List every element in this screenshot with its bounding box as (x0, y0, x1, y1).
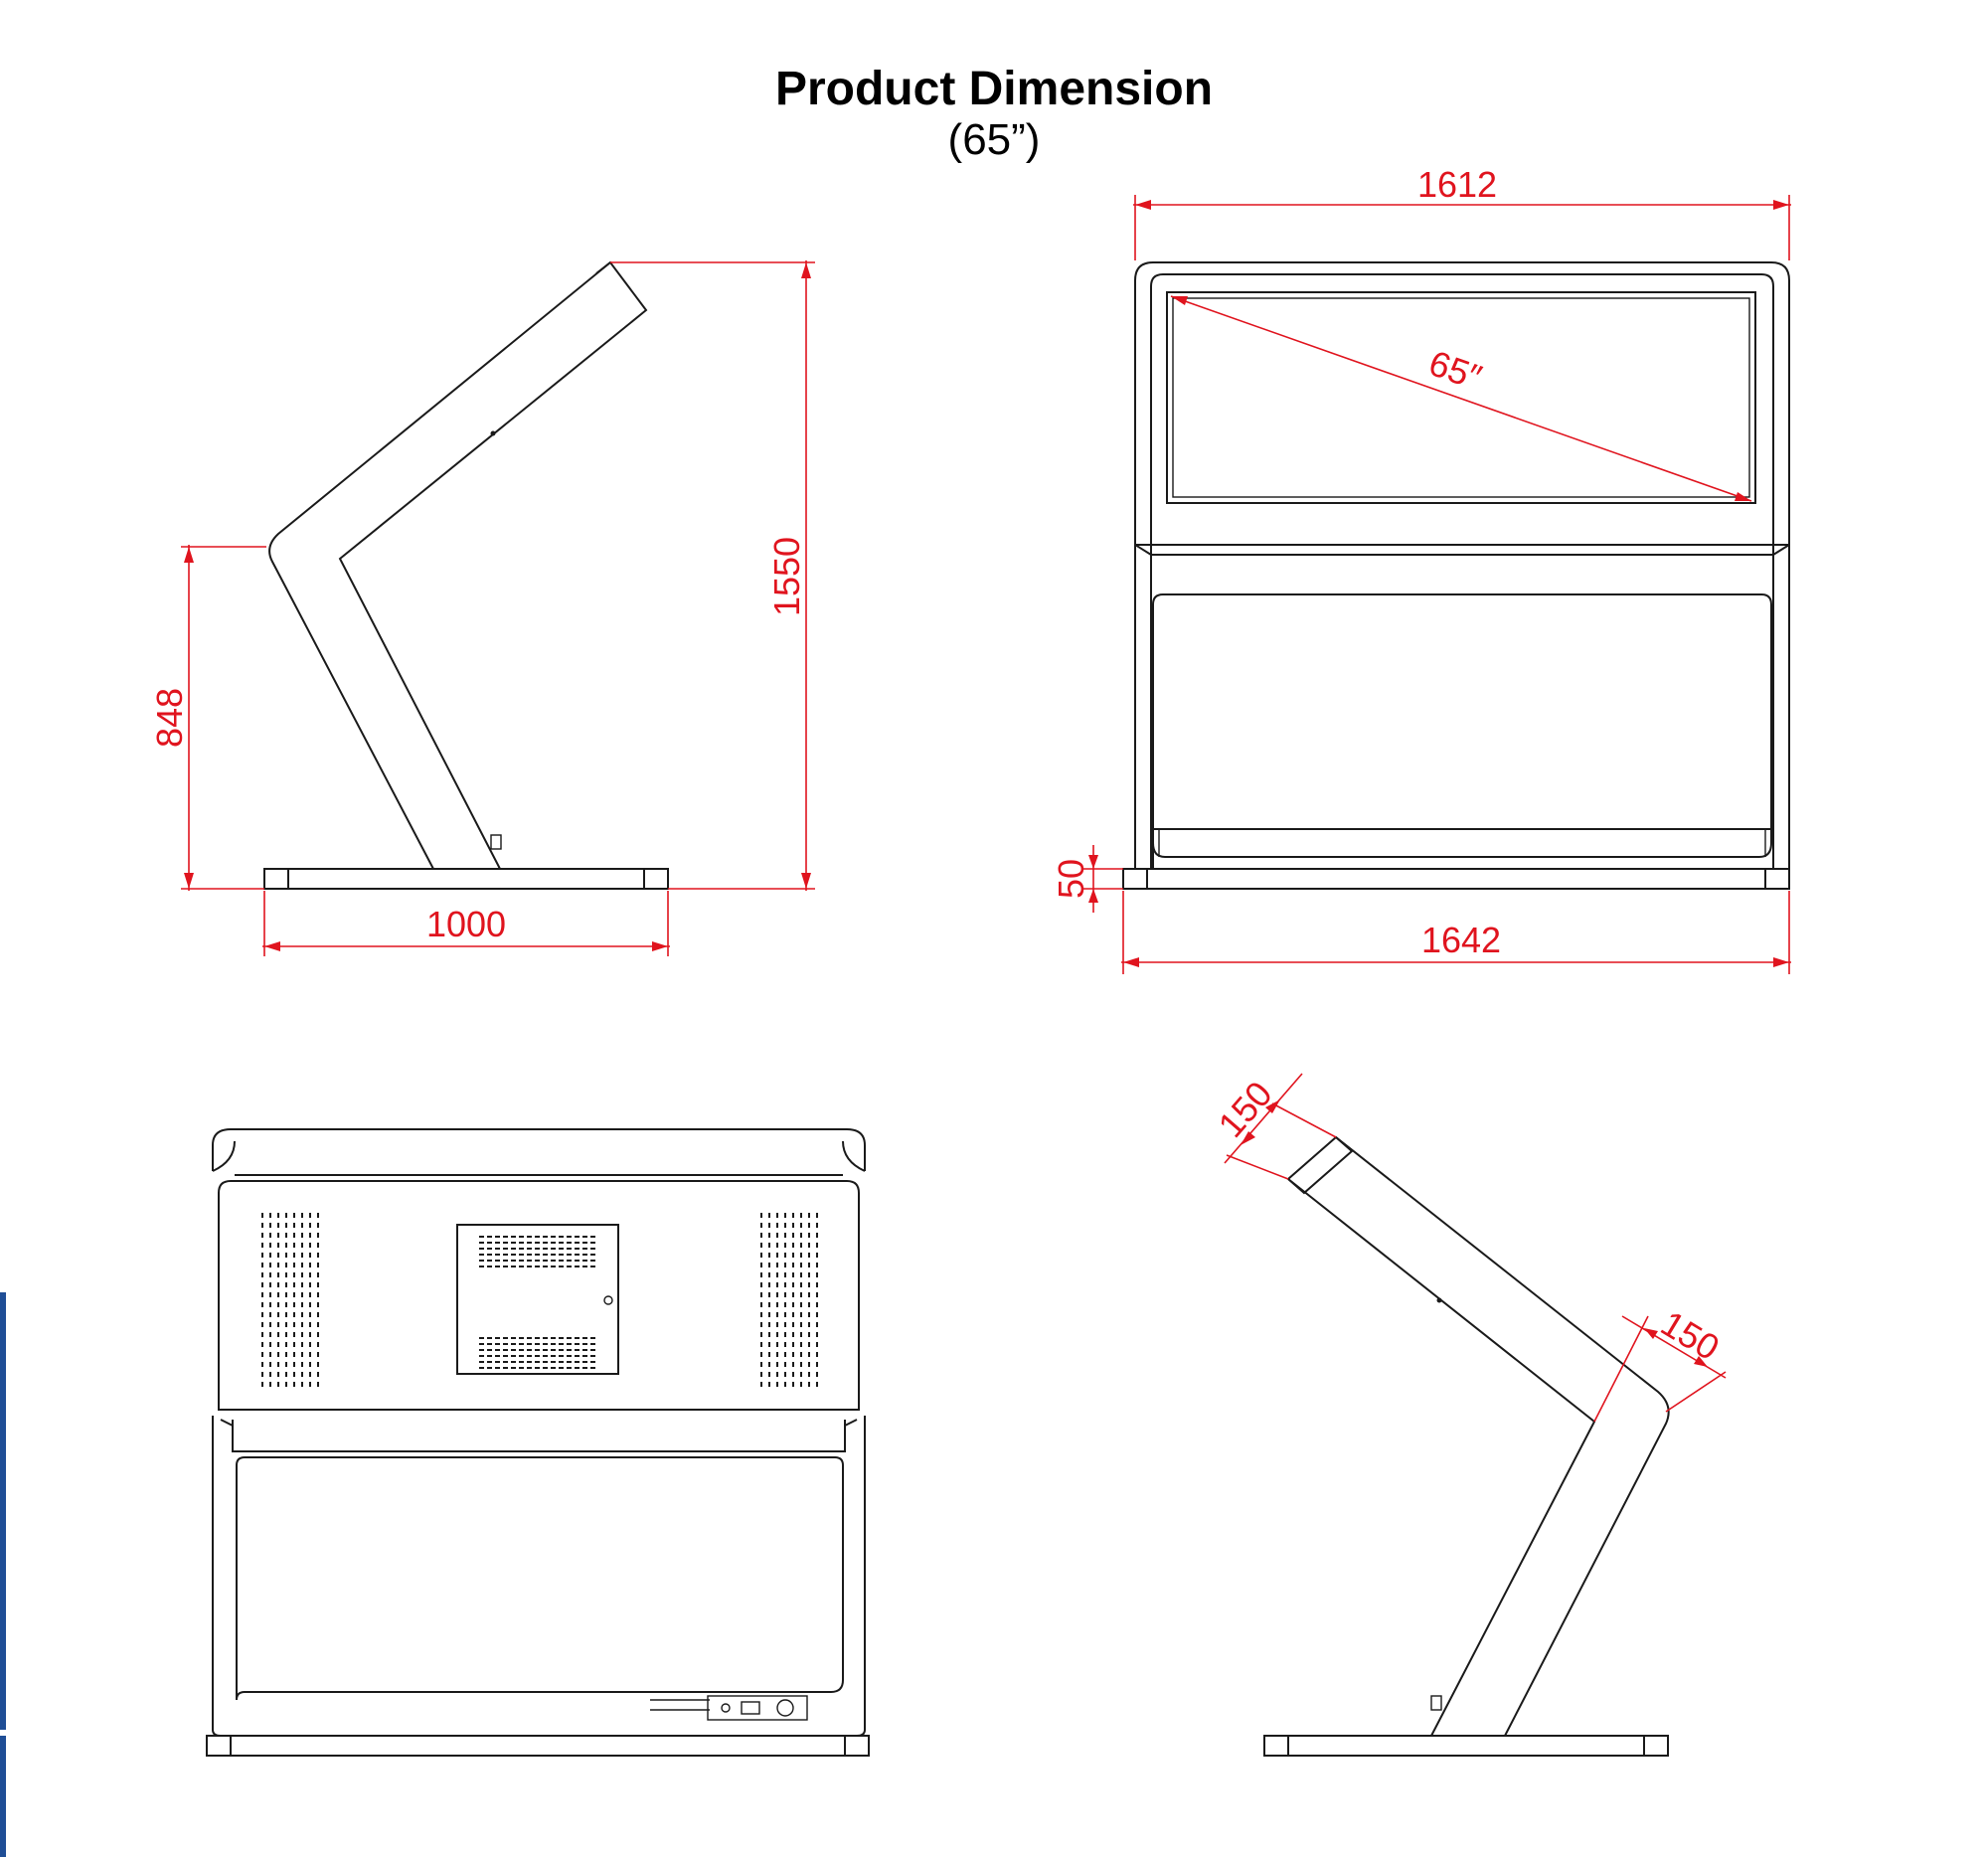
rear-connector-panel (707, 1695, 808, 1721)
dim-base-depth: 1000 (426, 904, 506, 944)
page-subtitle: (65”) (947, 115, 1041, 164)
left-accent-bar (0, 1292, 6, 1857)
dim-base-height: 50 (1051, 859, 1091, 899)
dim-iso-width-joint: 150 (1654, 1302, 1727, 1368)
page-title: Product Dimension (774, 63, 1214, 115)
iso-column (1286, 1135, 1670, 1737)
dim-height-joint: 848 (149, 688, 190, 748)
side-base (263, 868, 669, 890)
front-screen (1166, 291, 1756, 504)
front-view-drawing (1122, 261, 1790, 890)
dim-width-base: 1642 (1421, 920, 1501, 960)
side-view-dimensions (181, 260, 815, 956)
front-base (1122, 868, 1790, 890)
dim-height-total: 1550 (766, 537, 807, 616)
front-view-dimensions (1083, 195, 1791, 974)
rear-view-drawing (206, 1128, 870, 1757)
accent-bar-upper (0, 1292, 6, 1730)
rear-base (206, 1735, 870, 1757)
front-lower-panel (1152, 593, 1772, 869)
dim-width-top: 1612 (1417, 164, 1497, 205)
rear-service-door (456, 1224, 619, 1375)
rear-vents (261, 1213, 818, 1387)
iso-view-drawing (1263, 1135, 1670, 1757)
iso-base (1263, 1735, 1669, 1757)
iso-connector (1430, 1695, 1442, 1711)
side-view-drawing (263, 260, 669, 890)
accent-bar-lower (0, 1736, 6, 1857)
dim-iso-width-top: 150 (1210, 1074, 1279, 1145)
rear-back-panel (218, 1180, 860, 1411)
side-column (268, 260, 648, 870)
side-connector (490, 834, 502, 850)
iso-view-dimensions (1224, 1073, 1727, 1423)
front-outer-frame (1134, 261, 1790, 869)
rear-top-cap (212, 1128, 866, 1171)
